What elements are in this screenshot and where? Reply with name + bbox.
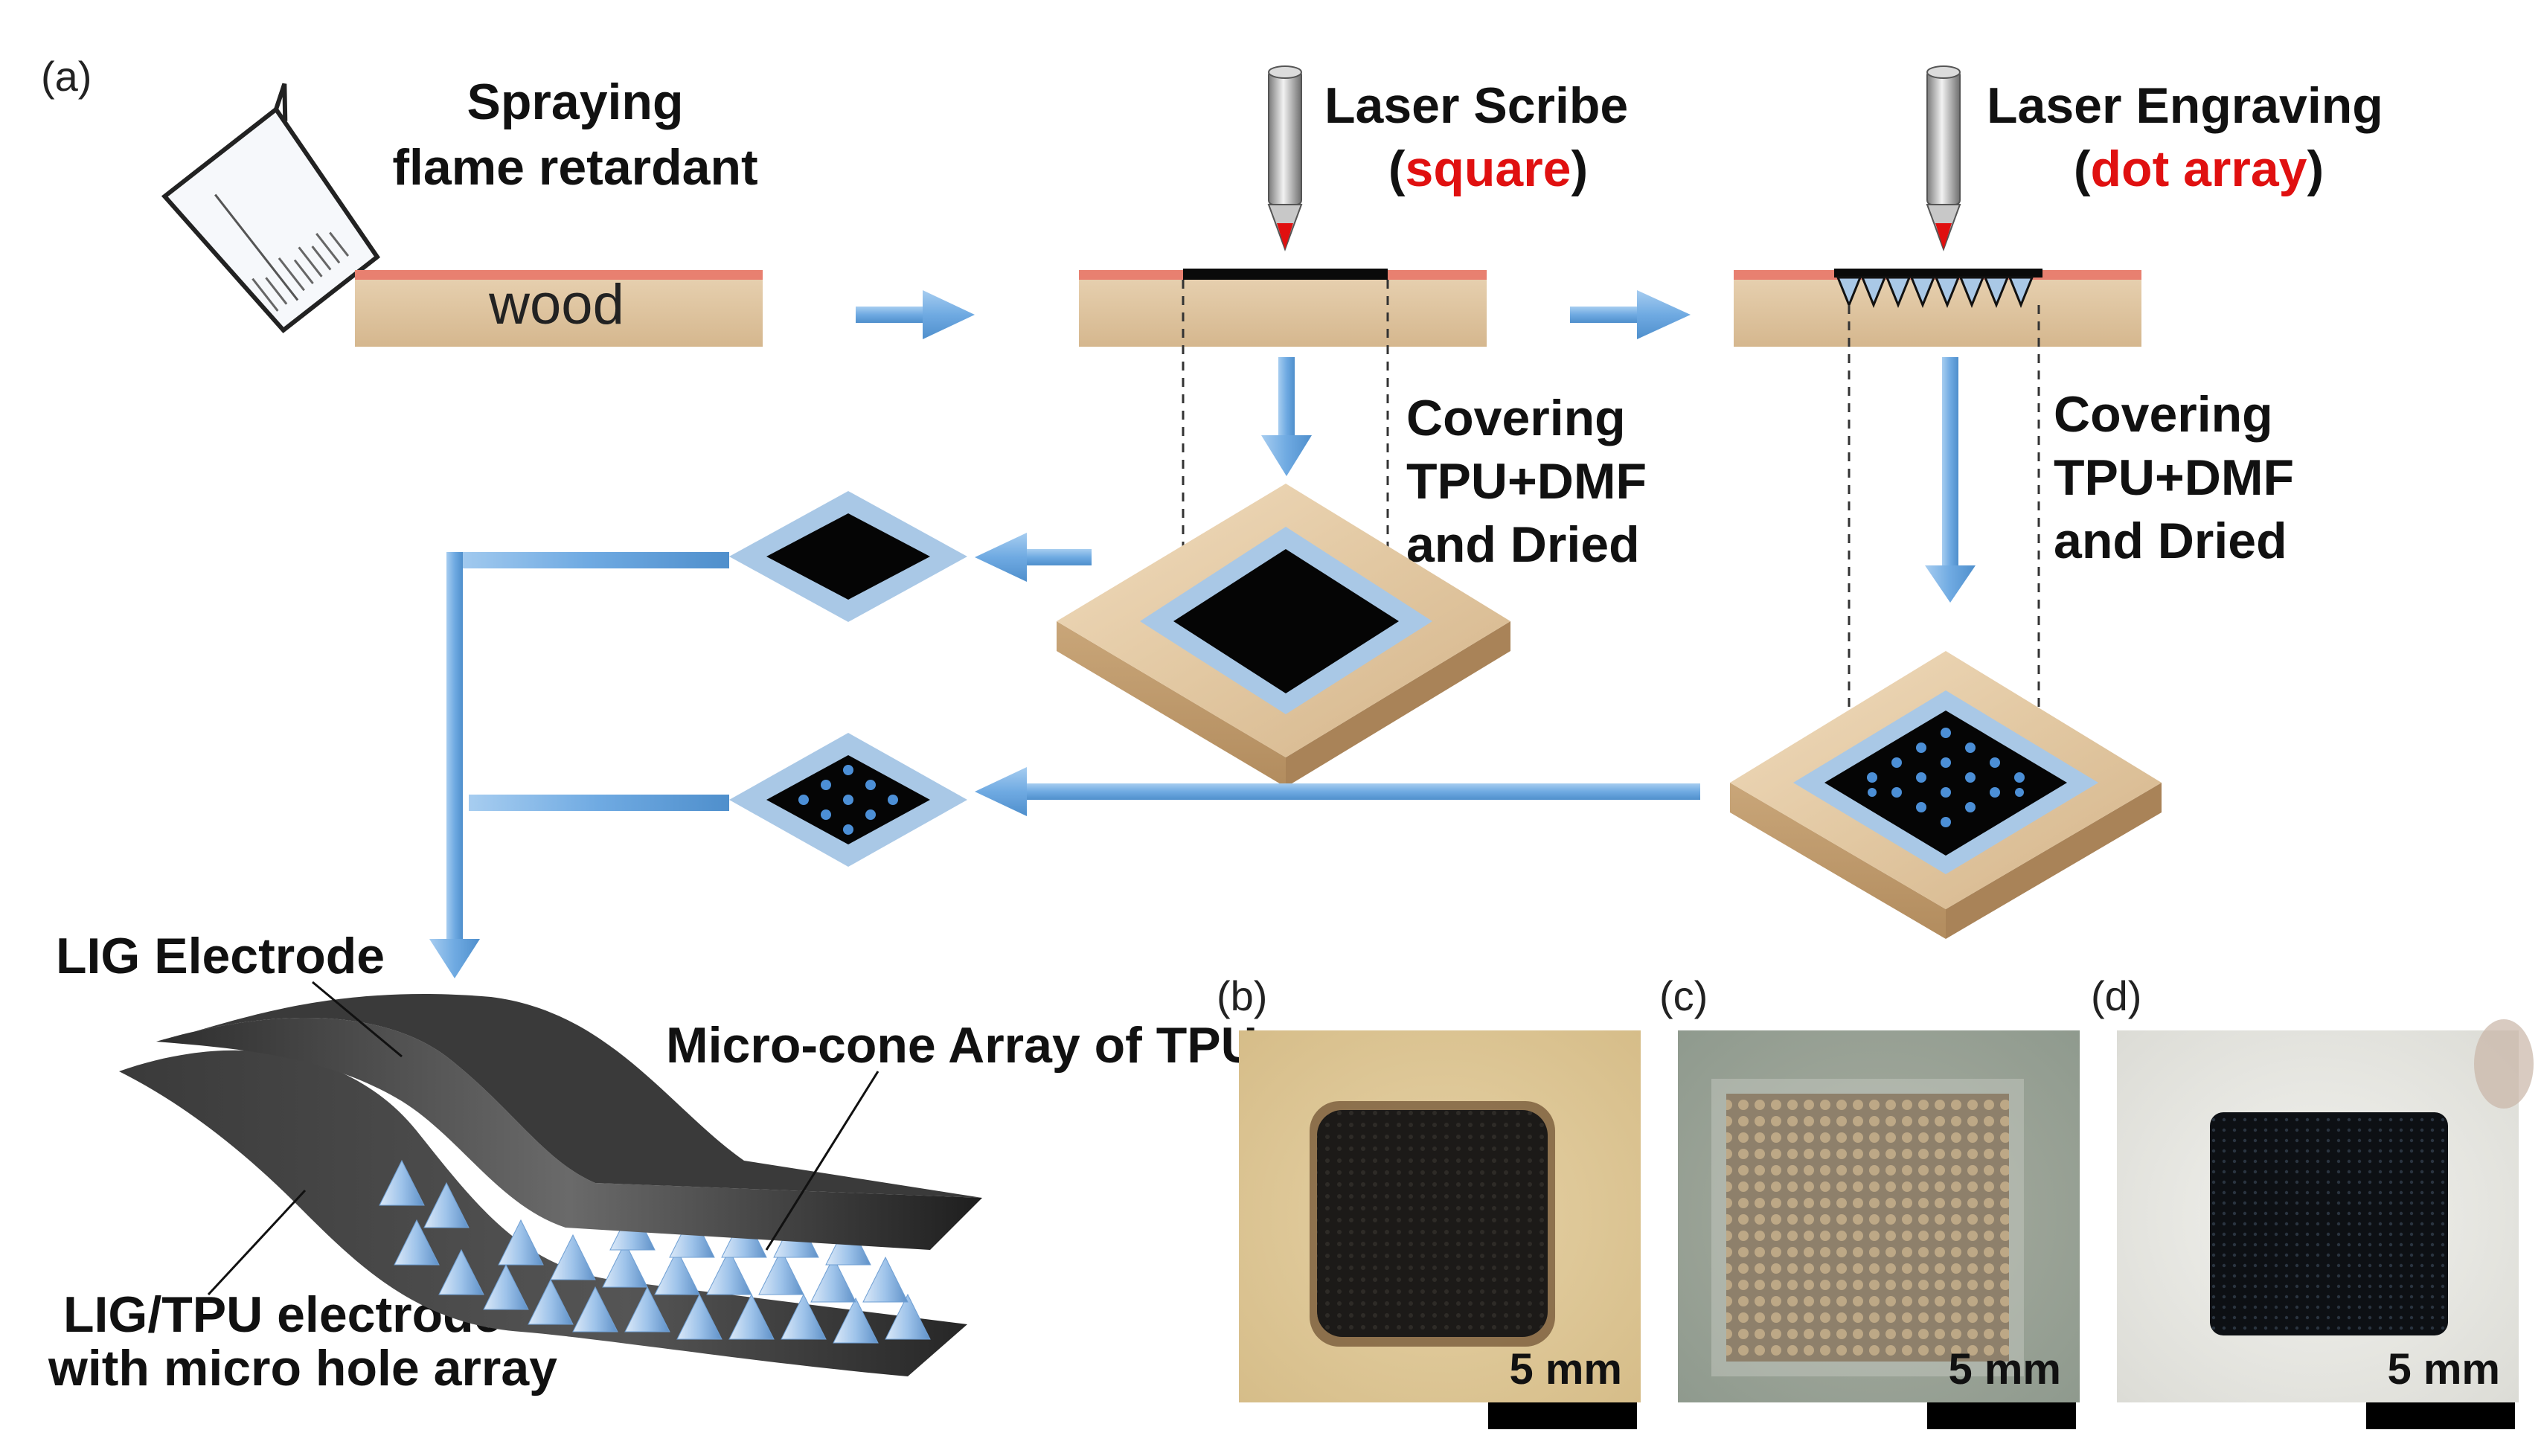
arrow-left-2: [975, 767, 1700, 816]
arrow-down-2: [1925, 357, 1976, 603]
panel-label-b: (b): [1217, 972, 1267, 1019]
scribe-paren-open: (: [1388, 141, 1406, 197]
scale-label-b: 5 mm: [1509, 1345, 1622, 1394]
photo-b: [1239, 1030, 1641, 1402]
panel-label-d: (d): [2091, 972, 2141, 1019]
lig-electrode-label: LIG Electrode: [56, 928, 385, 984]
panel-label-c: (c): [1659, 972, 1708, 1019]
spray-label-line2: flame retardant: [392, 139, 757, 196]
tpu-film-square: [729, 491, 967, 622]
micro-cone-label: Micro-cone Array of TPU: [666, 1017, 1257, 1074]
tpu-film-dots: [729, 733, 967, 867]
scribe-title: Laser Scribe: [1324, 77, 1628, 134]
cover-left-line2: TPU+DMF: [1406, 453, 1647, 510]
photo-c: [1678, 1030, 2080, 1402]
engrave-subtitle: (dot array): [2074, 141, 2324, 197]
top-sheet: [156, 1017, 982, 1250]
cover-left-line1: Covering: [1406, 390, 1626, 446]
wood-substrate-3: [1734, 280, 2141, 347]
laser-head-icon-2: [1926, 65, 1961, 251]
lig-tpu-label-line2: with micro hole array: [48, 1340, 557, 1396]
assembly-bracket: [429, 552, 729, 978]
coating-layer: [355, 270, 763, 280]
arrow-right-1: [856, 290, 975, 339]
spray-label-line1: Spraying: [467, 74, 684, 130]
scale-bar-b: [1488, 1402, 1637, 1429]
engrave-paren-close: ): [2307, 141, 2324, 197]
photo-d: [2117, 1019, 2534, 1402]
panel-label-a: (a): [41, 53, 92, 100]
arrow-right-2: [1570, 290, 1691, 339]
wood-substrate: [355, 280, 763, 347]
scribe-highlight: square: [1406, 141, 1571, 197]
cover-right-line2: TPU+DMF: [2054, 449, 2294, 506]
bottom-sheet: [119, 1050, 967, 1376]
wood-substrate-2: [1079, 280, 1487, 347]
engrave-paren-open: (: [2074, 141, 2091, 197]
scale-bar-c: [1927, 1402, 2076, 1429]
engrave-highlight: dot array: [2091, 141, 2307, 197]
wood-label: wood: [488, 273, 624, 336]
engraved-cones: [1836, 276, 2034, 308]
arrow-left-1: [975, 533, 1092, 582]
lig-strip: [1183, 269, 1388, 281]
cover-left-line3: and Dried: [1406, 516, 1640, 573]
cover-right-line1: Covering: [2054, 386, 2273, 443]
beaker-icon: [161, 83, 380, 333]
laser-head-icon: [1267, 65, 1303, 251]
scribe-paren-close: ): [1571, 141, 1589, 197]
scale-label-c: 5 mm: [1948, 1345, 2061, 1394]
scale-bar-d: [2366, 1402, 2515, 1429]
scribe-subtitle: (square): [1388, 141, 1588, 197]
cover-right-line3: and Dried: [2054, 513, 2287, 569]
scale-label-d: 5 mm: [2387, 1345, 2500, 1394]
arrow-down-1: [1261, 357, 1312, 476]
wood-block-dots: [1730, 651, 2162, 939]
top-sheet-surface: [156, 993, 982, 1198]
engrave-title: Laser Engraving: [1987, 77, 2383, 134]
wood-block-square: [1057, 484, 1510, 787]
